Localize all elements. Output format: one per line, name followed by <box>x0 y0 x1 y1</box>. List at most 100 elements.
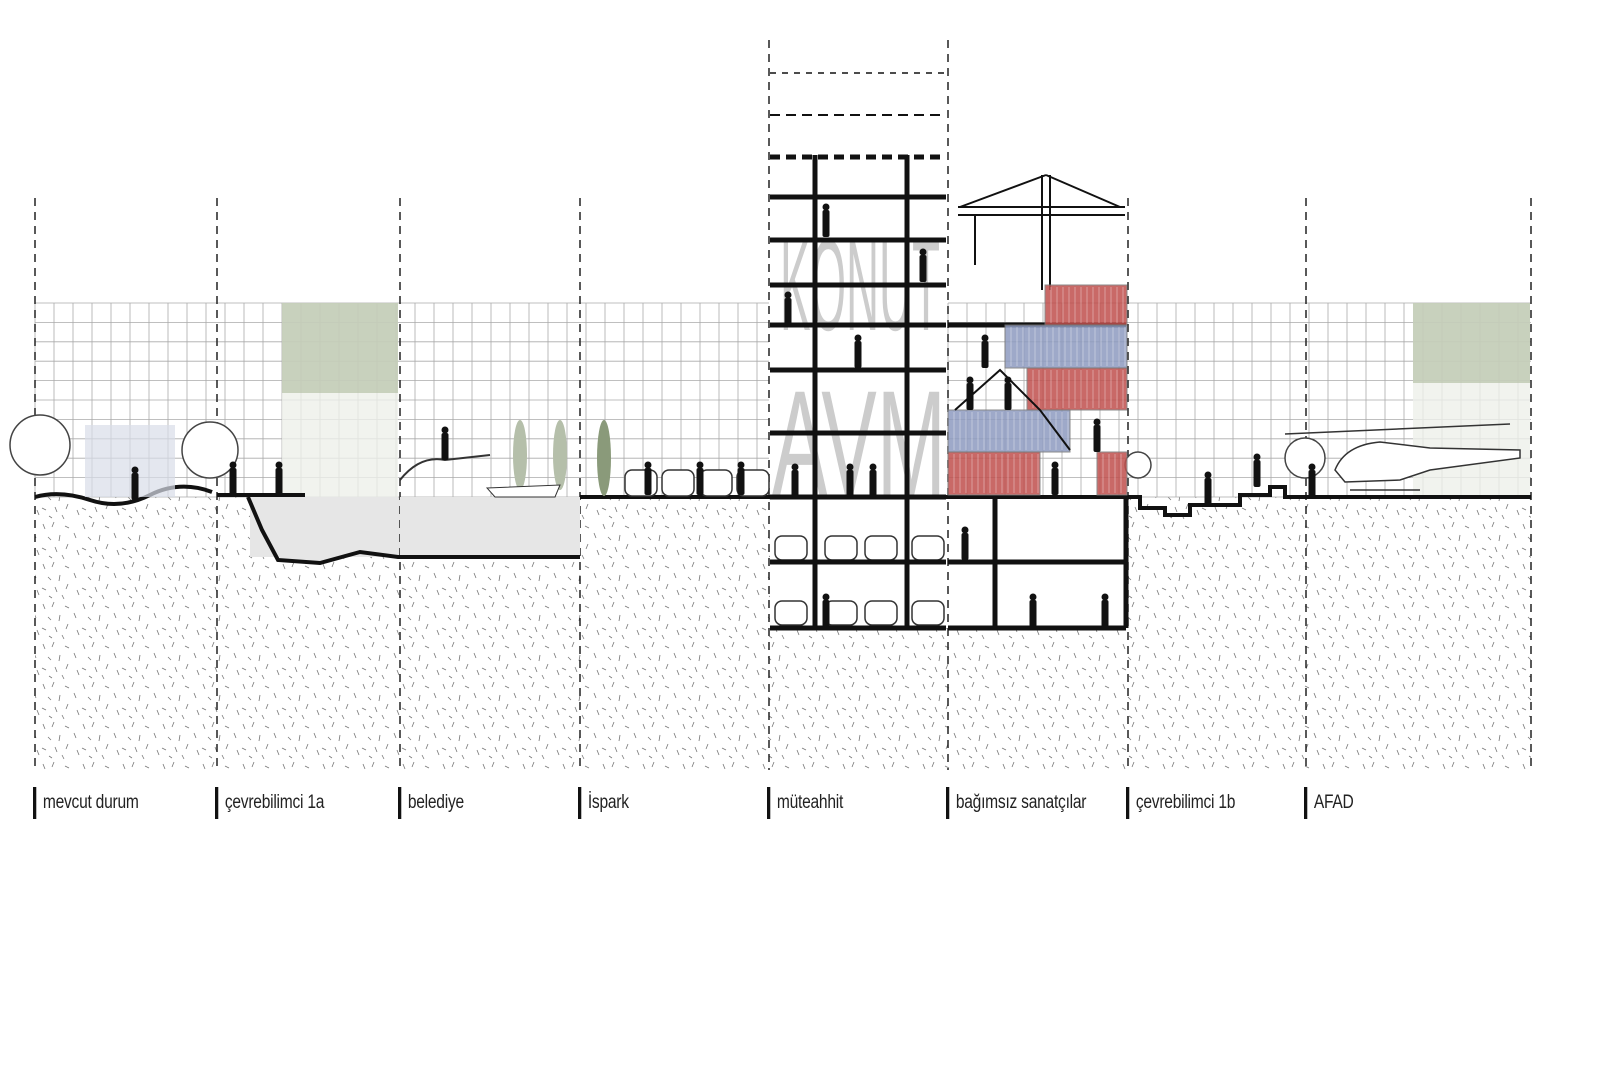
person <box>846 463 854 471</box>
person <box>869 463 877 471</box>
car <box>736 469 770 497</box>
stepped-ground <box>1128 485 1531 517</box>
car <box>864 535 898 561</box>
car <box>661 469 695 497</box>
person <box>981 334 989 342</box>
people-silhouettes <box>131 203 1316 627</box>
person <box>822 203 830 211</box>
column-label-text: müteahhit <box>776 792 844 813</box>
container <box>947 451 1041 496</box>
person <box>846 470 854 497</box>
label-marker <box>946 787 950 819</box>
helicopter <box>1284 423 1521 491</box>
person <box>1029 593 1037 601</box>
person <box>1253 460 1261 487</box>
foliage-afad <box>1413 303 1530 383</box>
container <box>1096 451 1128 496</box>
person <box>441 426 449 434</box>
person <box>981 341 989 368</box>
tower-lower-text: AVM <box>772 359 946 527</box>
person <box>1101 593 1109 601</box>
person <box>1051 468 1059 495</box>
column-divider-lines <box>34 40 1532 770</box>
foliage-1a <box>282 303 398 393</box>
person <box>822 600 830 627</box>
person <box>1004 383 1012 410</box>
column-label-text: çevrebilimci 1a <box>224 792 325 813</box>
person <box>131 473 139 500</box>
person <box>961 526 969 534</box>
shipping-containers <box>947 284 1128 496</box>
tower: KONUT AVM <box>770 72 1129 631</box>
person <box>822 593 830 601</box>
tree <box>9 414 71 476</box>
person <box>644 468 652 495</box>
person <box>1051 461 1059 469</box>
container <box>1026 367 1128 411</box>
column-label: çevrebilimci 1a <box>215 786 324 820</box>
person <box>822 210 830 237</box>
person <box>784 291 792 299</box>
person <box>791 470 799 497</box>
container <box>1044 284 1128 326</box>
cypress-tree <box>513 420 527 490</box>
container <box>947 409 1071 453</box>
person <box>1093 418 1101 426</box>
crane <box>958 174 1125 290</box>
column-label-text: çevrebilimci 1b <box>1135 792 1236 813</box>
label-marker <box>1304 787 1308 819</box>
column-label: bağımsız sanatçılar <box>946 786 1087 820</box>
stairs <box>954 368 1071 451</box>
cypress-tree <box>553 420 567 490</box>
person <box>966 376 974 384</box>
car <box>774 535 808 561</box>
column-label-text: belediye <box>407 792 464 813</box>
person <box>1308 470 1316 497</box>
person <box>791 463 799 471</box>
car <box>699 469 733 497</box>
person <box>696 468 704 495</box>
person <box>229 461 237 469</box>
column-label-text: AFAD <box>1313 792 1354 813</box>
person <box>919 255 927 282</box>
car <box>864 600 898 626</box>
excavated-ground <box>246 496 580 566</box>
car <box>911 600 945 626</box>
person <box>1308 463 1316 471</box>
tree <box>1284 437 1326 479</box>
label-marker <box>1126 787 1130 819</box>
label-marker <box>33 787 37 819</box>
person <box>696 461 704 469</box>
person <box>1204 478 1212 505</box>
person <box>275 461 283 469</box>
person <box>919 248 927 256</box>
column-label: müteahhit <box>767 786 843 820</box>
car <box>824 535 858 561</box>
car <box>824 600 858 626</box>
person <box>1101 600 1109 627</box>
person <box>441 433 449 460</box>
column-label: mevcut durum <box>33 786 139 820</box>
column-label: İspark <box>578 786 629 820</box>
boat <box>485 484 561 498</box>
person <box>1004 376 1012 384</box>
person <box>966 383 974 410</box>
person <box>961 533 969 560</box>
cypress-tree <box>597 420 611 496</box>
column-label-text: bağımsız sanatçılar <box>955 792 1087 813</box>
person <box>131 466 139 474</box>
person <box>854 341 862 368</box>
person <box>1029 600 1037 627</box>
label-marker <box>215 787 219 819</box>
existing-ground <box>34 484 213 506</box>
column-label-text: İspark <box>587 792 629 813</box>
car <box>624 469 658 497</box>
person <box>737 461 745 469</box>
person <box>275 468 283 495</box>
existing-building <box>85 425 175 497</box>
car <box>911 535 945 561</box>
tree <box>1124 451 1152 479</box>
tree <box>181 421 239 479</box>
label-marker <box>578 787 582 819</box>
